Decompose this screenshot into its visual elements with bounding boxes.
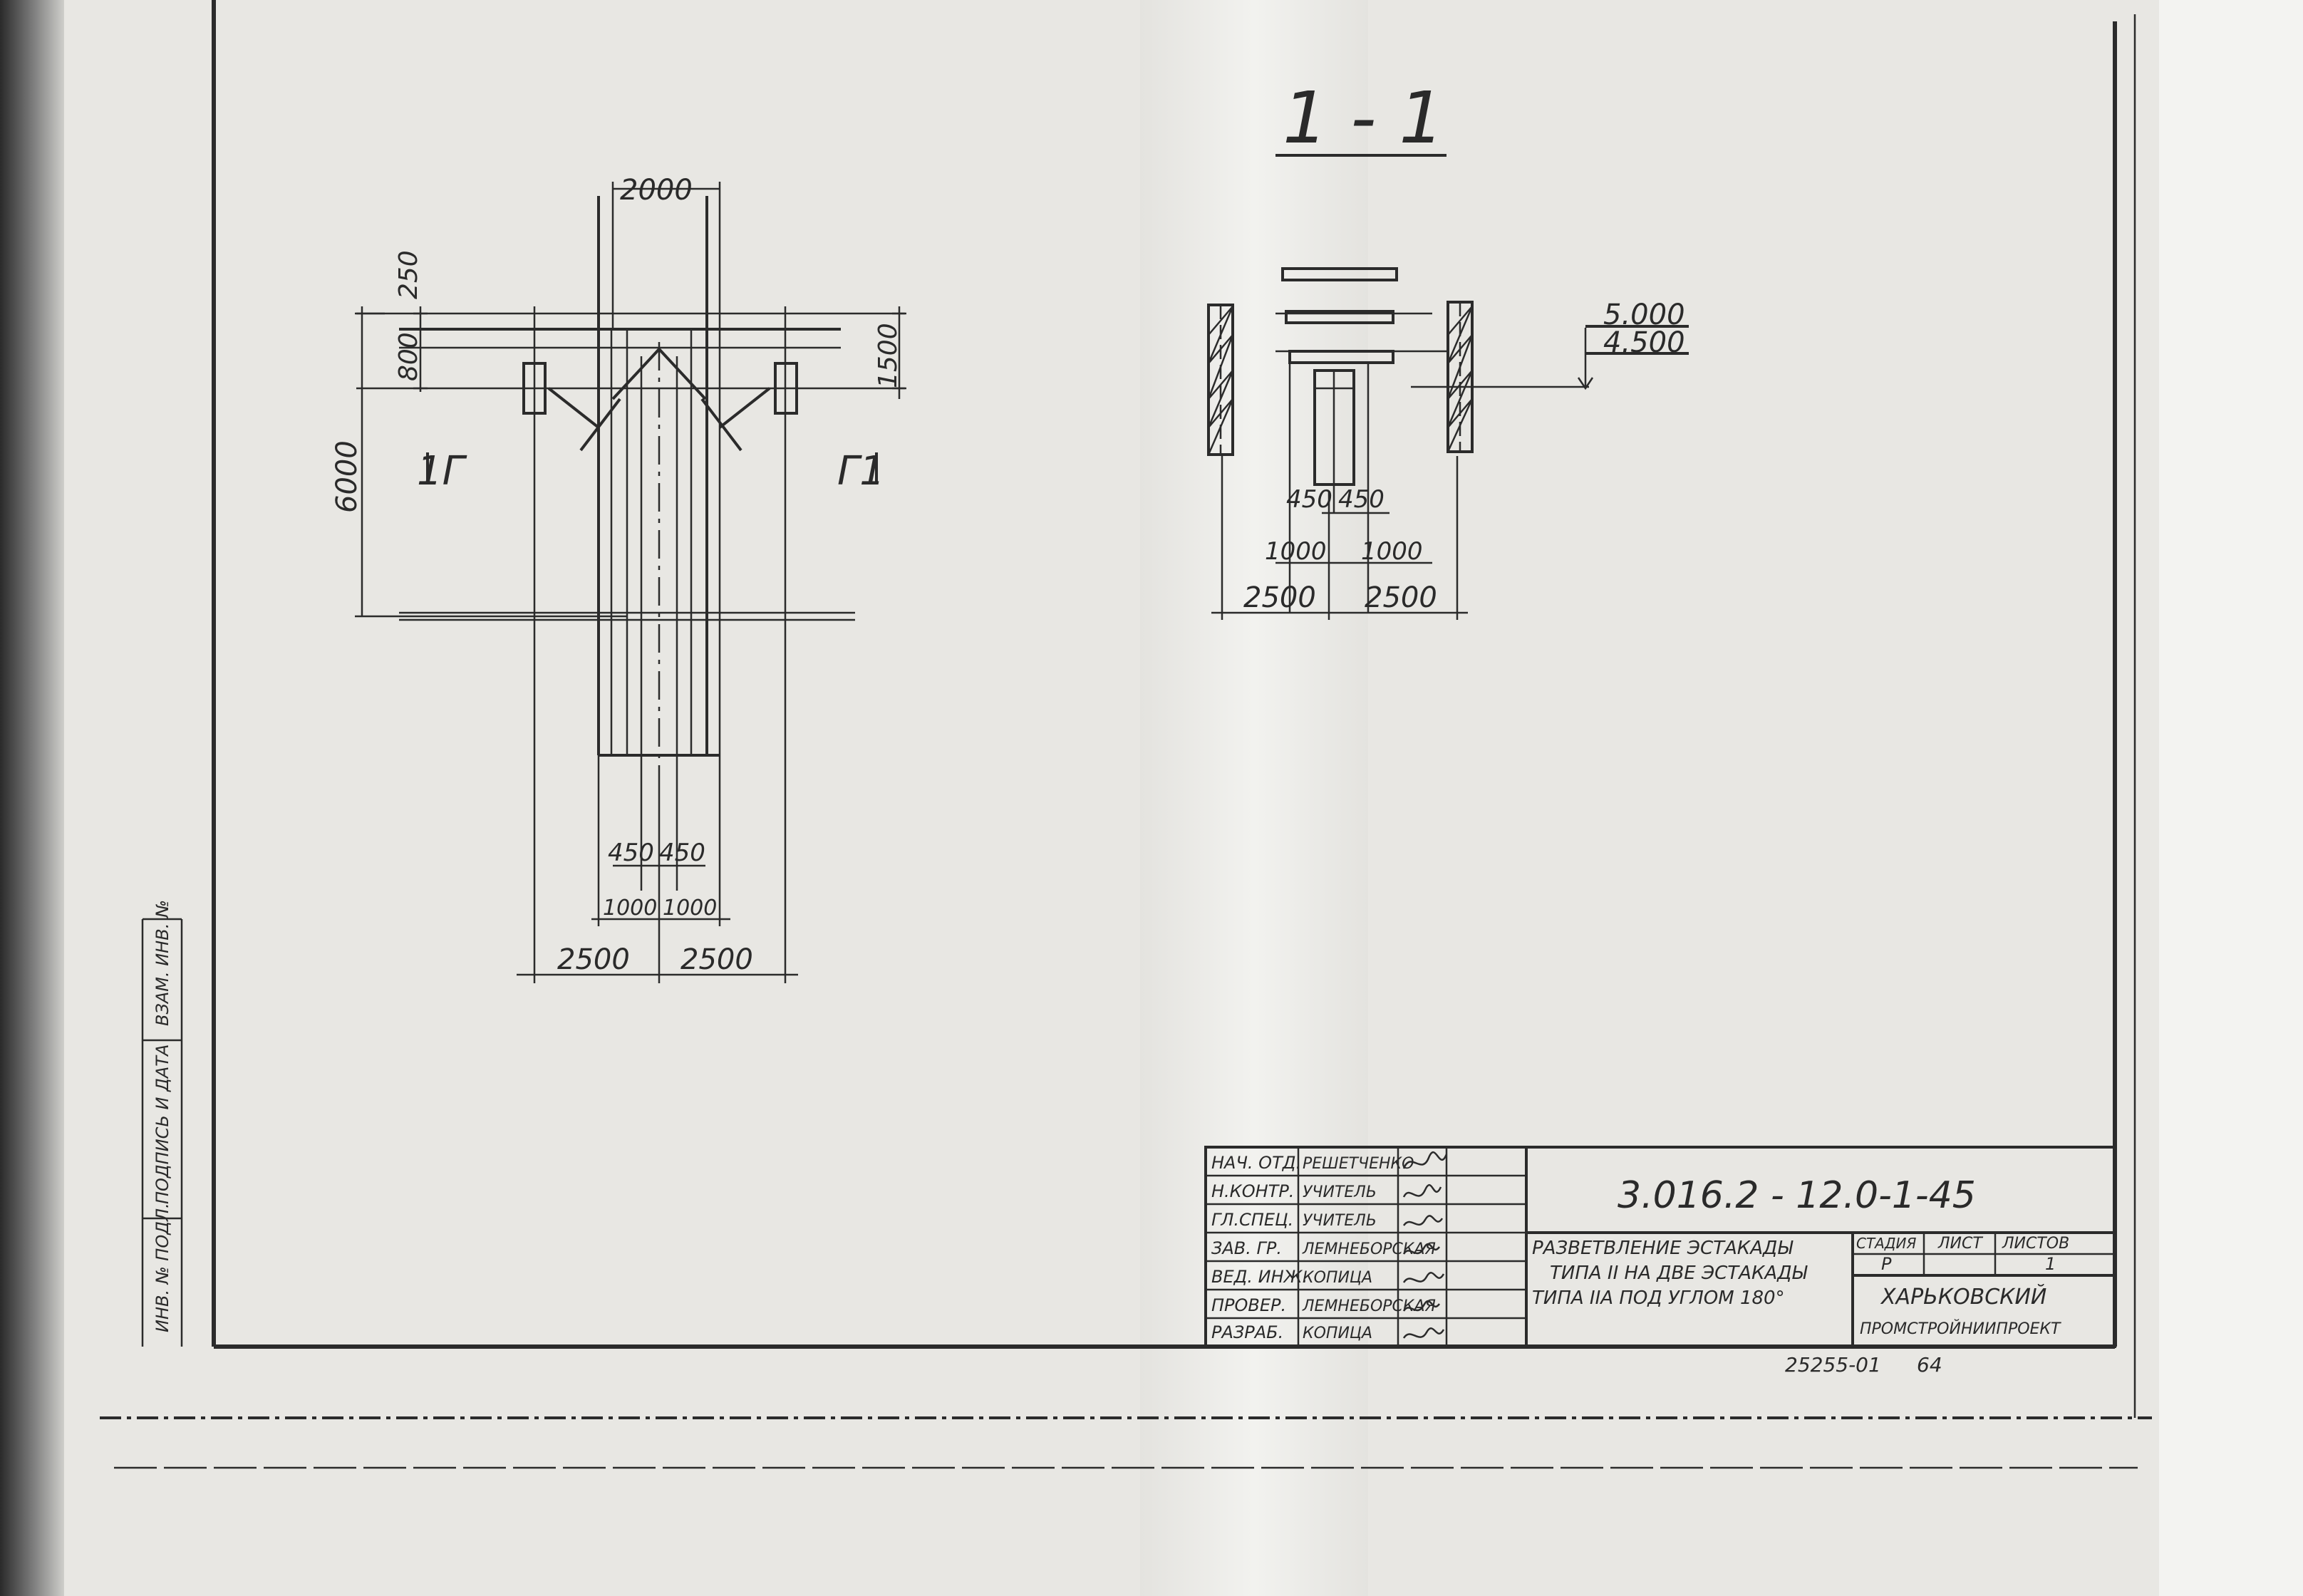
dim-sec-2500-left: 2500 <box>1243 581 1316 614</box>
description-line-3: ТИПА IIА ПОД УГЛОМ 180° <box>1532 1287 1785 1309</box>
sign-date-label: ПОДПИСЬ И ДАТА <box>152 1045 172 1204</box>
dim-plan-2500-right: 2500 <box>680 943 753 976</box>
name-1: РЕШЕТЧЕНКО <box>1303 1155 1414 1173</box>
role-6: ПРОВЕР. <box>1211 1295 1286 1315</box>
archive-number: 25255-01 <box>1785 1353 1881 1377</box>
dim-plan-2000: 2000 <box>620 174 693 207</box>
sheets-label: ЛИСТОВ <box>2002 1235 2069 1253</box>
name-3: УЧИТЕЛЬ <box>1303 1212 1377 1230</box>
inv-no-label: ИНВ. № ПОДЛ. <box>152 1203 172 1332</box>
title-block <box>1204 1146 2116 1348</box>
name-4: ЛЕМНЕБОРСКАЯ <box>1302 1240 1436 1258</box>
organization-line-1: ХАРЬКОВСКИЙ <box>1880 1284 2046 1310</box>
elev-5000: 5.000 <box>1603 299 1685 331</box>
dim-plan-1500: 1500 <box>874 323 903 388</box>
sheets-value: 1 <box>2045 1254 2056 1274</box>
binding-shadow <box>0 0 64 1596</box>
signatory-names: РЕШЕТЧЕНКО УЧИТЕЛЬ УЧИТЕЛЬ ЛЕМНЕБОРСКАЯ … <box>1302 1155 1436 1342</box>
dim-sec-1000-right: 1000 <box>1361 537 1423 566</box>
section-mark-left: 1Г <box>417 448 467 494</box>
drawing-code: 3.016.2 - 12.0-1-45 <box>1618 1174 1976 1217</box>
signatures <box>1402 1151 1448 1339</box>
signatory-roles: НАЧ. ОТД. Н.КОНТР. ГЛ.СПЕЦ. ЗАВ. ГР. ВЕД… <box>1211 1153 1308 1342</box>
name-5: КОПИЦА <box>1303 1269 1372 1287</box>
role-5: ВЕД. ИНЖ. <box>1211 1267 1308 1287</box>
name-2: УЧИТЕЛЬ <box>1303 1183 1377 1201</box>
dim-plan-6000: 6000 <box>331 440 363 513</box>
stage-label: СТАДИЯ <box>1856 1235 1916 1252</box>
role-3: ГЛ.СПЕЦ. <box>1211 1210 1293 1230</box>
elev-4500: 4.500 <box>1603 326 1685 359</box>
dim-plan-2500-left: 2500 <box>557 943 630 976</box>
side-strip: ИНВ. № ПОДЛ. ПОДПИСЬ И ДАТА ВЗАМ. ИНВ. № <box>141 900 183 1347</box>
dim-sec-1000-left: 1000 <box>1265 537 1327 566</box>
section-title: 1 - 1 <box>1283 76 1444 160</box>
page-number: 64 <box>1917 1353 1942 1377</box>
dim-plan-250: 250 <box>394 250 423 299</box>
section-view <box>1207 267 1689 620</box>
role-4: ЗАВ. ГР. <box>1211 1238 1282 1258</box>
plan-view <box>355 182 906 983</box>
dim-plan-800: 800 <box>394 332 423 381</box>
dim-plan-450-left: 450 <box>608 839 654 867</box>
description-line-1: РАЗВЕТВЛЕНИЕ ЭСТАКАДЫ <box>1532 1238 1794 1259</box>
section-mark-right: Г1 <box>837 448 885 494</box>
dim-plan-450-right: 450 <box>659 839 705 867</box>
stage-value: Р <box>1881 1254 1892 1274</box>
dim-sec-450-left: 450 <box>1286 485 1332 514</box>
dim-plan-1000-left: 1000 <box>603 896 657 921</box>
dim-sec-2500-right: 2500 <box>1365 581 1437 614</box>
role-7: РАЗРАБ. <box>1211 1322 1283 1342</box>
inv-dup-label: ВЗАМ. ИНВ. № <box>152 900 172 1026</box>
role-1: НАЧ. ОТД. <box>1211 1153 1301 1173</box>
organization-line-2: ПРОМСТРОЙНИИПРОЕКТ <box>1860 1320 2061 1338</box>
dim-sec-450-right: 450 <box>1338 485 1385 514</box>
page-fold <box>1140 0 1368 1596</box>
description-line-2: ТИПА II НА ДВЕ ЭСТАКАДЫ <box>1550 1263 1808 1284</box>
role-2: Н.КОНТР. <box>1211 1181 1294 1201</box>
name-7: КОПИЦА <box>1303 1325 1372 1342</box>
sheet-label: ЛИСТ <box>1937 1235 1983 1253</box>
page-edge <box>2159 0 2303 1596</box>
name-6: ЛЕМНЕБОРСКАЯ <box>1302 1297 1436 1315</box>
dim-plan-1000-right: 1000 <box>663 896 717 921</box>
